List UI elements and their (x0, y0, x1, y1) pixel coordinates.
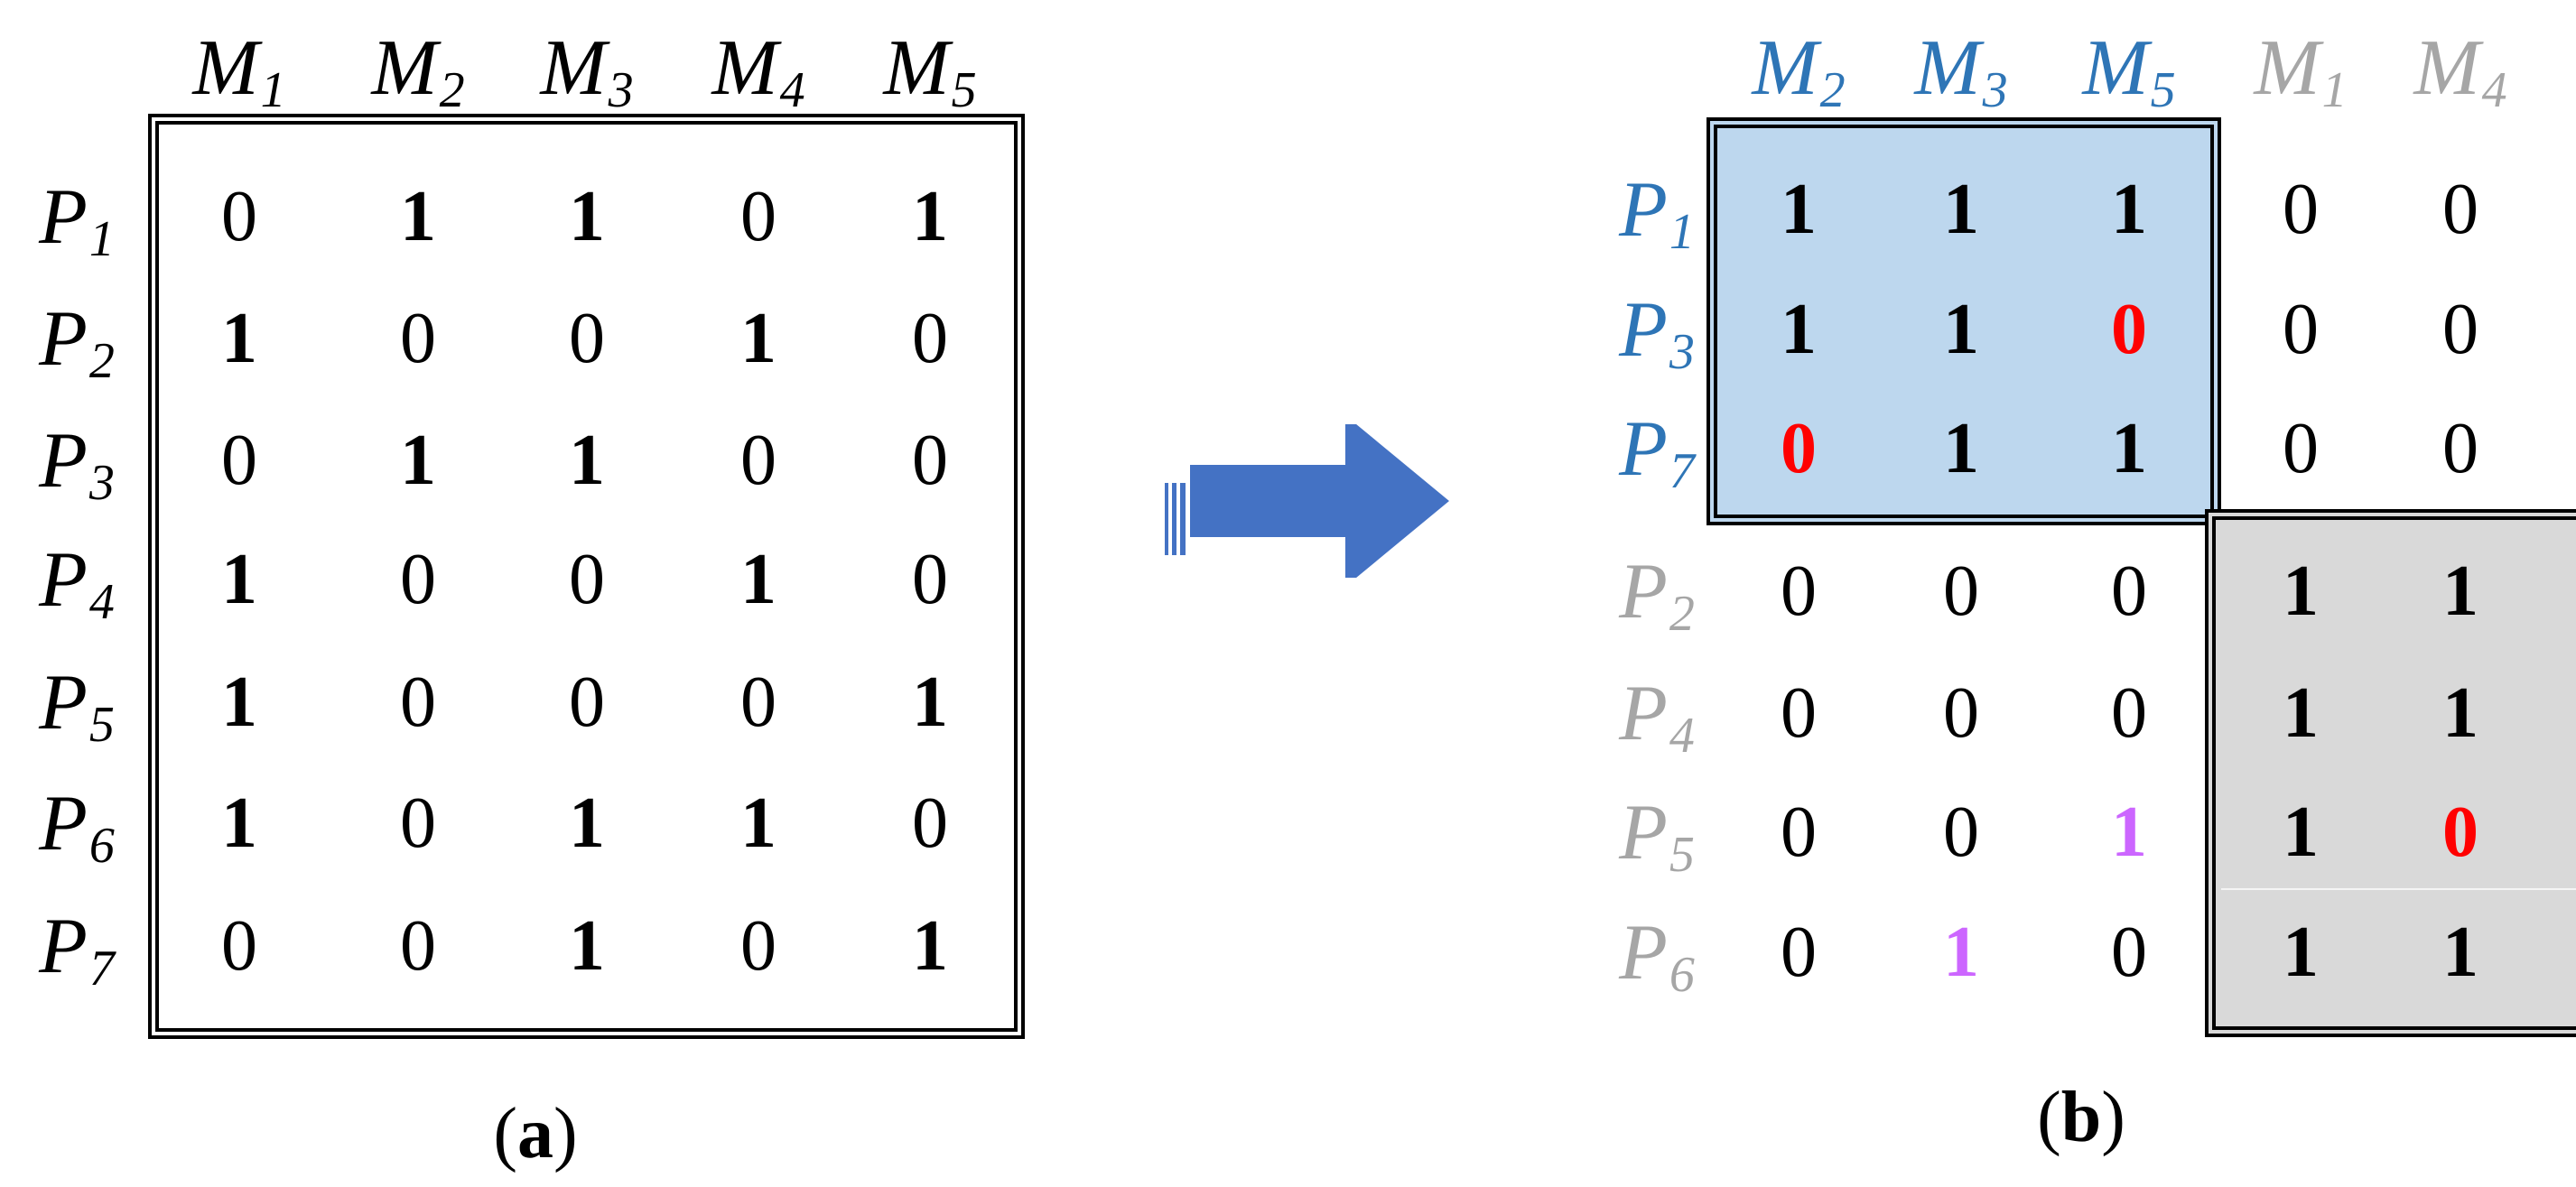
panel-a-matrix-frame (148, 114, 1025, 1039)
panel-b-gray-block (2205, 509, 2576, 1037)
panel-b-blue-block (1706, 117, 2221, 525)
panel-b-gray-divider (2221, 888, 2576, 890)
right-arrow-icon (1165, 424, 1449, 578)
